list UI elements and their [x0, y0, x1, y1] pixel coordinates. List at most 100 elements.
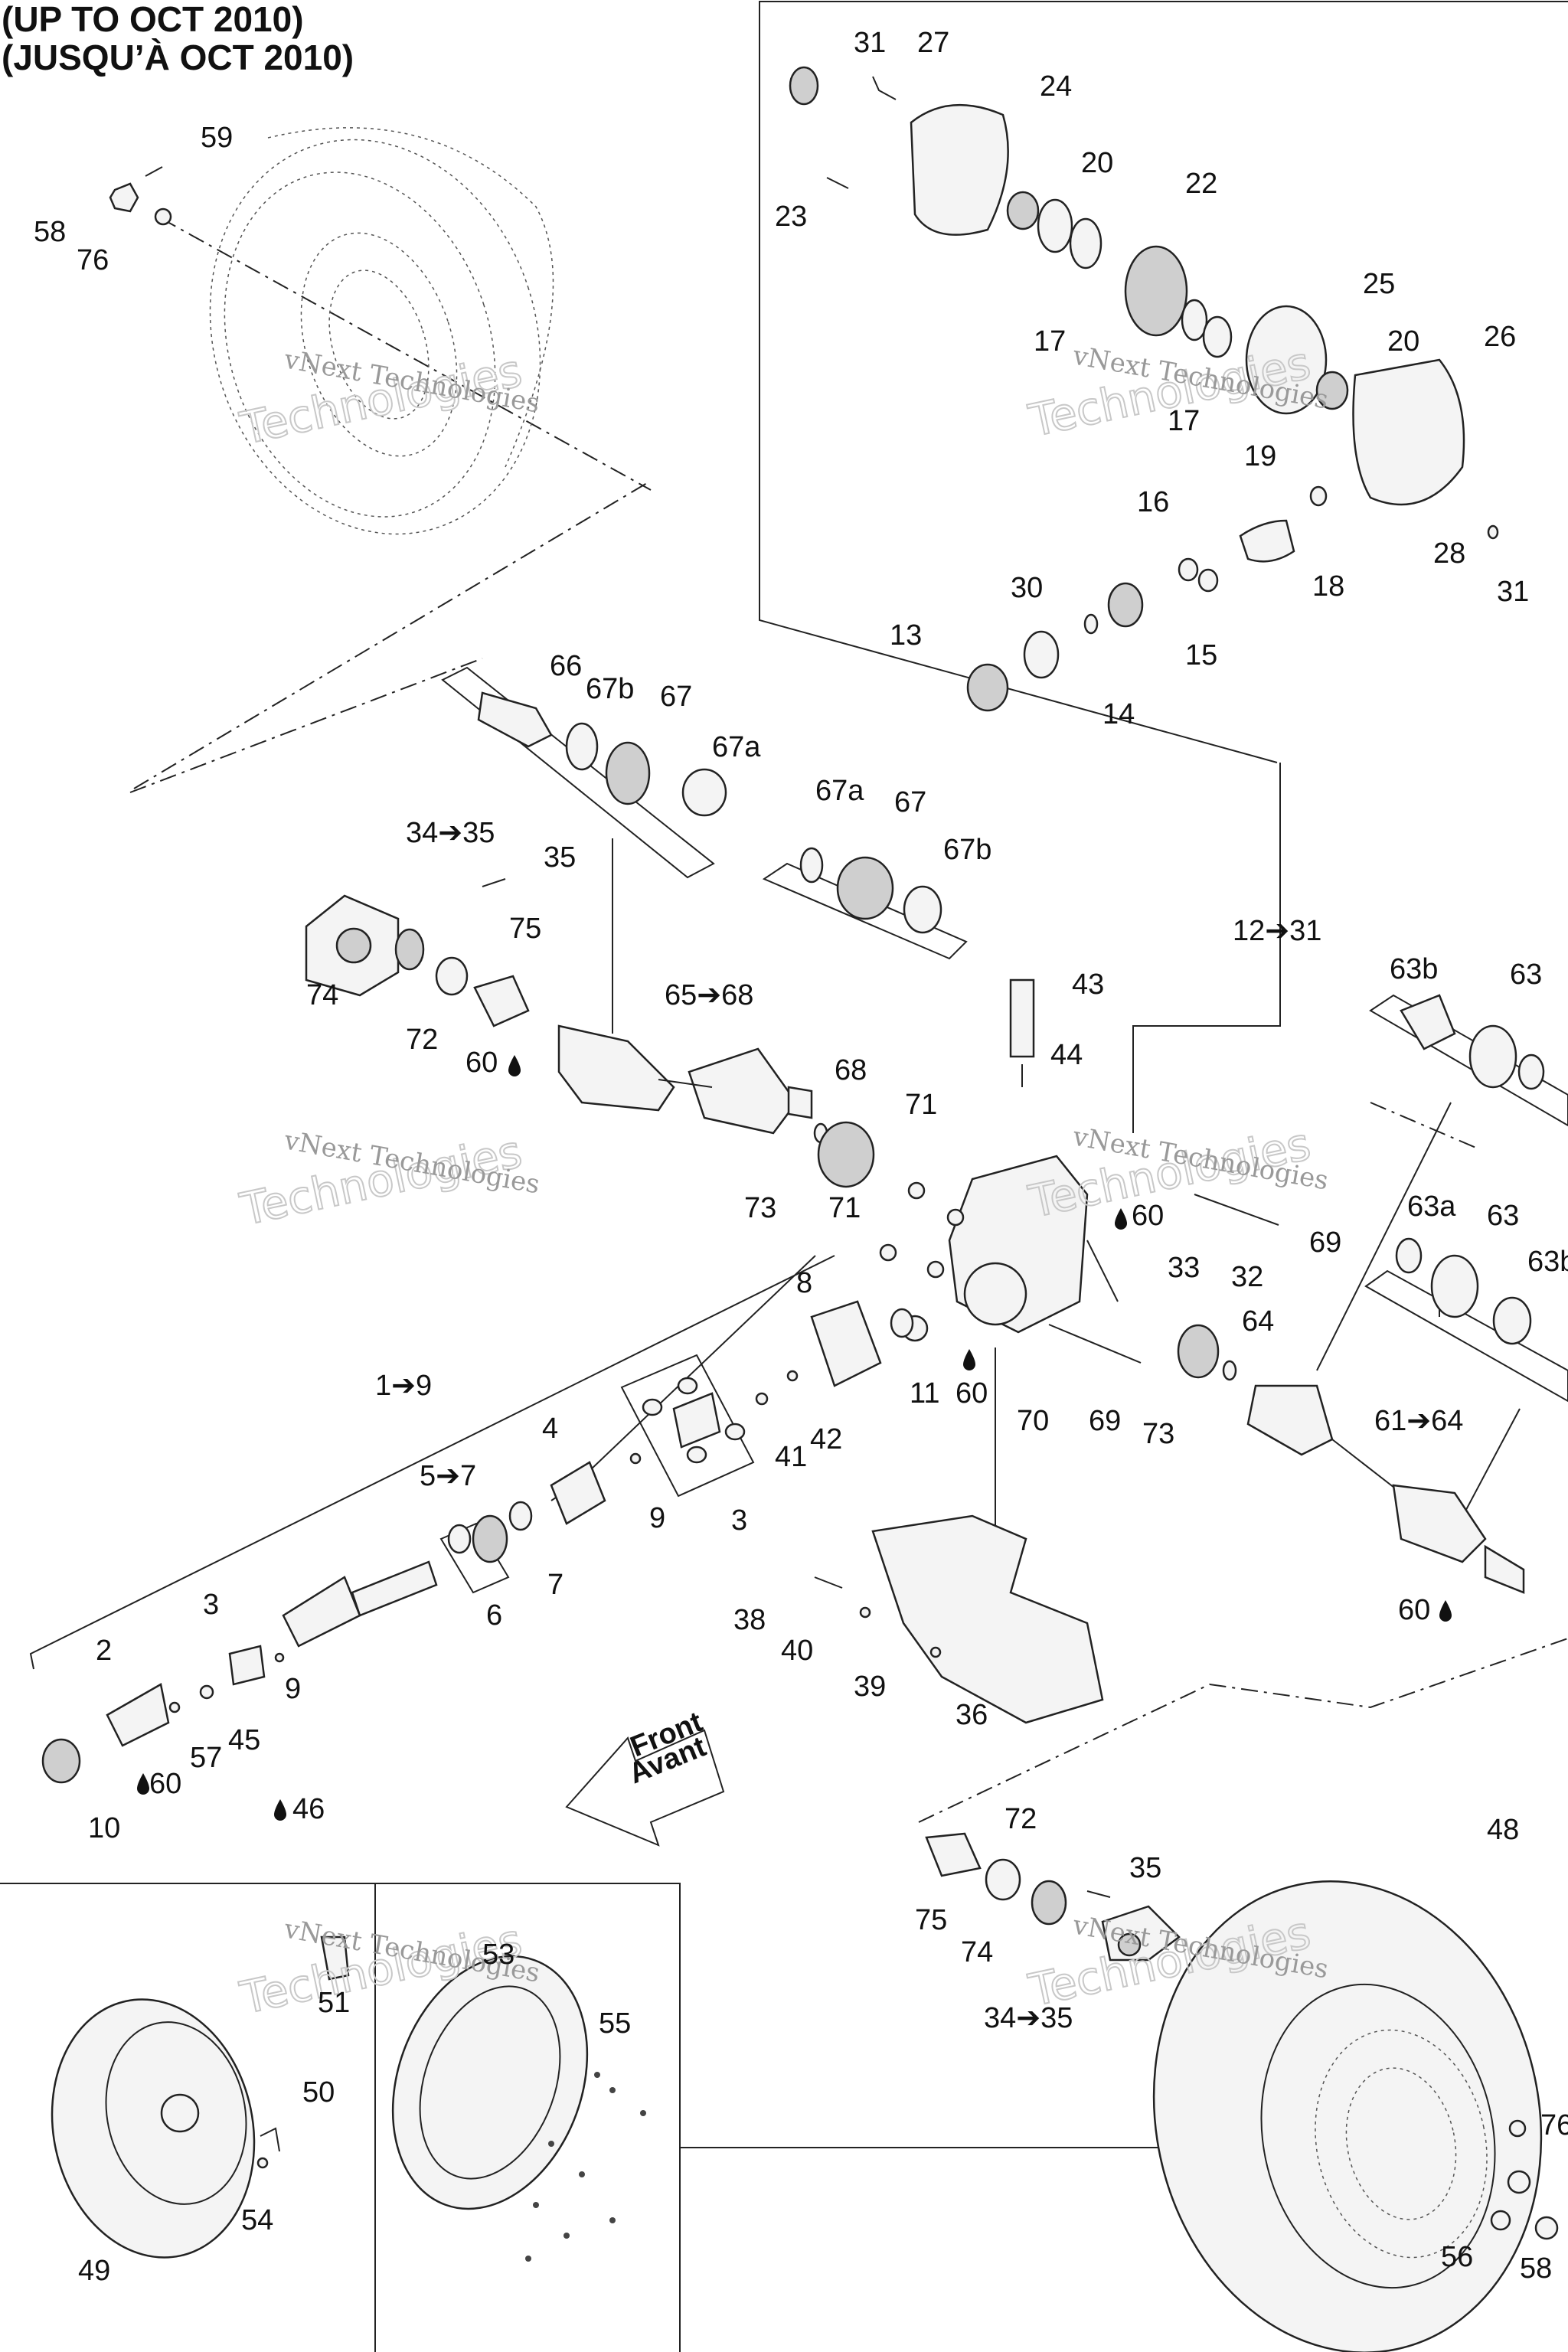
- part-label: 24: [1040, 70, 1072, 103]
- part-label: 63b: [1527, 1246, 1568, 1278]
- grease-drop-icon: [1115, 1208, 1127, 1230]
- hub-upper: [305, 878, 530, 1027]
- part-label: 67b: [586, 673, 634, 705]
- part-label: 3: [731, 1504, 747, 1537]
- part-label: 58: [34, 216, 66, 248]
- part-label: 67a: [815, 775, 864, 807]
- grease-drop-icon: [508, 1055, 521, 1076]
- part-label: 6: [486, 1599, 502, 1632]
- front-tire-lower: [1152, 1880, 1559, 2352]
- part-label: 75: [915, 1904, 947, 1936]
- differential-frame: [759, 1, 1568, 763]
- grease-drop-icon: [963, 1349, 975, 1370]
- part-label: 53: [482, 1939, 514, 1971]
- part-label: 75: [509, 913, 541, 945]
- part-label: 14: [1102, 698, 1135, 730]
- part-label: 68: [835, 1054, 867, 1086]
- part-label: 51: [318, 1987, 350, 2019]
- differential-housing: [879, 978, 1279, 1381]
- leader-12-31: [1132, 763, 1281, 1133]
- part-label: 20: [1081, 147, 1113, 179]
- part-label: 13: [890, 619, 922, 652]
- part-label: 46: [292, 1793, 325, 1825]
- part-label: 36: [956, 1699, 988, 1731]
- part-label: 73: [744, 1192, 776, 1224]
- part-label: 49: [78, 2255, 110, 2287]
- part-label: 71: [905, 1089, 937, 1121]
- part-label: 26: [1484, 321, 1516, 353]
- part-label: 44: [1050, 1039, 1083, 1071]
- part-labels: 31 27 24 23 20 22 25 26 17 20 17 19 16 1…: [34, 27, 1568, 2287]
- part-label: 32: [1231, 1261, 1263, 1293]
- front-driveshaft-right: [1246, 994, 1545, 1594]
- part-label: 15: [1185, 639, 1217, 671]
- skid-plate: [814, 1514, 1104, 1724]
- part-label: 60: [1132, 1200, 1164, 1232]
- part-label: 22: [1185, 168, 1217, 200]
- part-label: 42: [810, 1423, 842, 1455]
- wheel-nut-upper: [109, 166, 172, 226]
- part-label: 17: [1168, 405, 1200, 437]
- part-label: 9: [285, 1673, 301, 1705]
- part-label: 9: [649, 1502, 665, 1534]
- dash-right: [1370, 1102, 1478, 1149]
- part-label: 60: [149, 1768, 181, 1800]
- part-label: 35: [1129, 1852, 1161, 1884]
- part-label: 17: [1034, 325, 1066, 358]
- part-label: 70: [1017, 1405, 1049, 1437]
- part-label: 63: [1510, 959, 1542, 991]
- part-label: 72: [1004, 1803, 1037, 1835]
- part-label: 67: [894, 786, 926, 818]
- part-label: 71: [828, 1192, 861, 1224]
- part-label: 33: [1168, 1252, 1200, 1284]
- part-label: 38: [733, 1604, 766, 1636]
- part-label: 72: [406, 1024, 438, 1056]
- part-label: 16: [1137, 486, 1169, 518]
- part-label: 60: [466, 1047, 498, 1079]
- dash-hub-upper: [129, 658, 483, 793]
- leader-63: [1316, 1102, 1452, 1371]
- cv-boot-kit-box-3: [1369, 994, 1568, 1127]
- part-label: 59: [201, 122, 233, 154]
- part-label: 23: [775, 201, 807, 233]
- part-label: 4: [542, 1413, 558, 1445]
- part-label: 34➔35: [406, 817, 495, 849]
- part-label: 57: [190, 1742, 222, 1774]
- part-label: 35: [544, 841, 576, 874]
- front-direction-arrow: Front Avant: [565, 1706, 725, 1847]
- part-label: 76: [77, 244, 109, 276]
- grease-drop-icon: [1439, 1600, 1452, 1622]
- propeller-shaft: [41, 1300, 914, 1784]
- part-label: 1➔9: [375, 1370, 432, 1402]
- part-label: 40: [781, 1635, 813, 1667]
- part-label: 67b: [943, 834, 991, 866]
- part-label: 31: [854, 27, 886, 59]
- front-driveshaft-upper: [477, 691, 942, 1188]
- front-tire-upper: [209, 127, 554, 535]
- cv-boot-kit-box-4: [1364, 1269, 1568, 1403]
- part-label: 45: [228, 1724, 260, 1756]
- diagram-title-fr: (JUSQU’À OCT 2010): [2, 38, 354, 77]
- dash-lower-wheel: [918, 1638, 1568, 1823]
- part-label: 60: [956, 1377, 988, 1410]
- part-label: 11: [910, 1377, 939, 1410]
- dash-wheel-to-shaft: [133, 480, 652, 789]
- part-label: 48: [1487, 1814, 1519, 1846]
- cv-boot-kit-box-1: [441, 666, 715, 879]
- part-label: 63: [1487, 1200, 1519, 1232]
- part-label: 27: [917, 27, 949, 59]
- part-label: 63a: [1407, 1191, 1456, 1223]
- part-label: 54: [241, 2204, 273, 2236]
- part-label: 67: [660, 681, 692, 713]
- part-label: 58: [1520, 2252, 1552, 2285]
- part-label: 39: [854, 1671, 886, 1703]
- part-label: 43: [1072, 969, 1104, 1001]
- rim-assembly: [51, 1936, 646, 2262]
- part-label: 74: [961, 1936, 993, 1968]
- part-label: 50: [302, 2076, 335, 2109]
- cv-boot-kit-box-2: [762, 862, 968, 960]
- part-label: 20: [1387, 325, 1419, 358]
- part-label: 69: [1309, 1227, 1341, 1259]
- part-label: 64: [1242, 1305, 1274, 1338]
